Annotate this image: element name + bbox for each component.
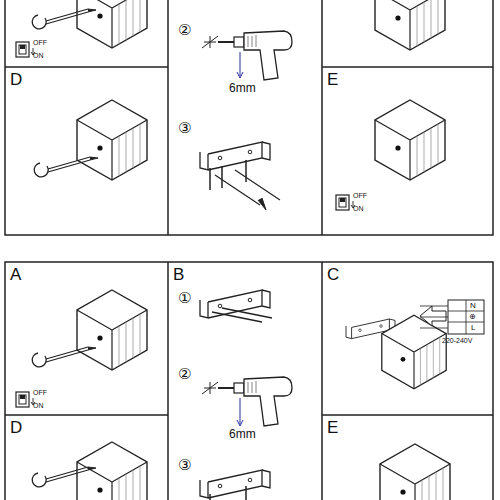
switch-label: OFF	[33, 389, 47, 396]
switch-label: ON	[353, 205, 364, 212]
top-figures	[258, 198, 266, 210]
panel-letter: E	[327, 419, 338, 436]
panel-letter: D	[10, 419, 22, 436]
step-number: ③	[178, 457, 191, 472]
panel-frames	[5, 262, 493, 500]
bottom-figures	[240, 398, 241, 424]
bottom-figures	[200, 470, 270, 498]
bottom-figures	[200, 290, 270, 318]
switch-label: ON	[33, 402, 44, 409]
bottom-figures	[420, 306, 446, 326]
panel-letter: E	[327, 71, 338, 88]
top-figures	[237, 72, 243, 78]
bottom-figures	[77, 442, 147, 500]
panel-letter: A	[10, 266, 21, 283]
panel-frames	[5, 0, 493, 235]
bottom-figures	[32, 467, 96, 487]
bottom-figures	[448, 300, 484, 334]
bottom-figures	[210, 486, 246, 500]
terminal-label: L	[471, 324, 475, 332]
top-figures	[240, 52, 241, 76]
panel-frames	[5, 262, 493, 500]
bottom-figures	[237, 420, 243, 426]
top-figures	[32, 9, 96, 29]
bottom-figures	[218, 377, 292, 426]
top-figures	[375, 100, 445, 180]
bottom-figures	[212, 308, 272, 322]
top-figures	[77, 100, 147, 180]
bottom-figures	[420, 306, 448, 328]
panel-frames	[5, 0, 493, 235]
switch-label: OFF	[353, 192, 367, 199]
top-figures	[34, 157, 98, 177]
bottom-figures	[16, 392, 35, 407]
step-number: ②	[178, 366, 191, 381]
panel-letter: B	[173, 266, 184, 283]
top-figures	[16, 0, 445, 210]
bottom-figures	[77, 290, 147, 370]
top-figures	[336, 195, 355, 210]
top-figures	[202, 36, 218, 48]
terminal-label: N	[470, 302, 476, 310]
dimension: 6mm	[229, 428, 256, 440]
switch-label: OFF	[33, 39, 47, 46]
bottom-figures	[380, 444, 450, 500]
terminal-label: ⊕	[469, 313, 476, 321]
step-number: ②	[178, 22, 191, 37]
step-number: ①	[178, 290, 191, 305]
top-figures	[215, 170, 280, 205]
bottom-figures	[16, 290, 484, 500]
panel-frames	[5, 0, 493, 500]
voltage-label: 220-240V	[442, 337, 472, 344]
switch-label: ON	[33, 52, 44, 59]
top-figures	[218, 31, 292, 80]
top-figures	[375, 0, 445, 50]
top-figures	[77, 0, 147, 48]
panel-letter: C	[327, 266, 339, 283]
panel-letter: D	[10, 71, 22, 88]
dimension: 6mm	[229, 82, 256, 94]
step-number: ③	[178, 120, 191, 135]
top-figures	[16, 42, 35, 57]
bottom-figures	[448, 300, 484, 334]
bottom-figures	[382, 315, 446, 389]
bottom-figures	[202, 382, 218, 394]
bottom-figures	[32, 347, 96, 367]
top-figures	[200, 142, 270, 170]
